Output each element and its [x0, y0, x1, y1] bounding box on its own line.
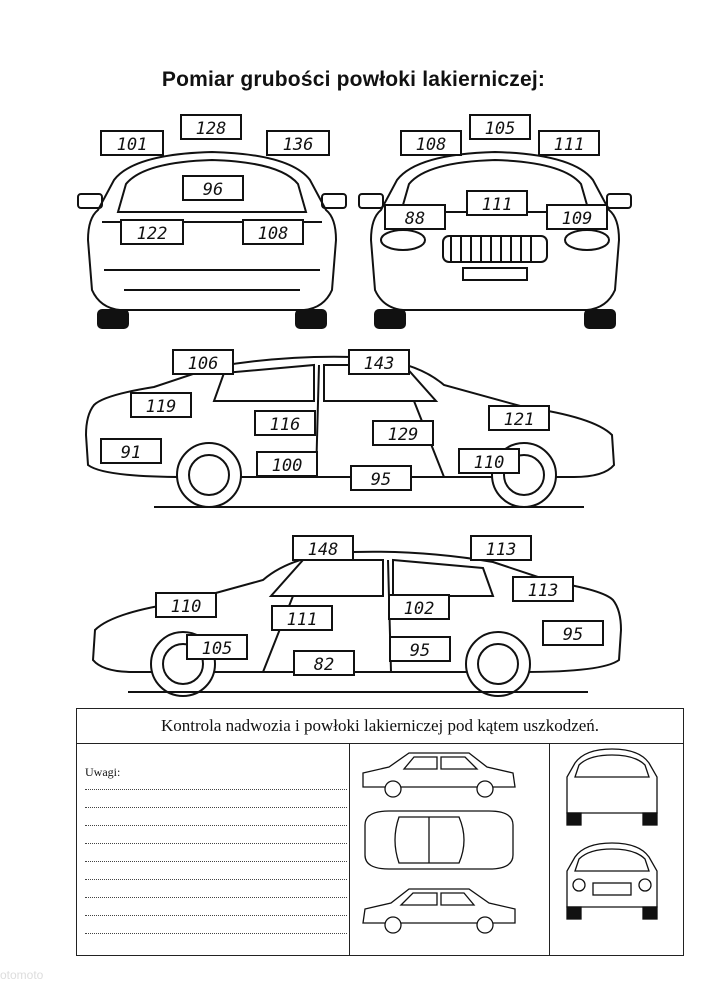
notes-line[interactable] — [85, 861, 347, 862]
car-front-view-drawing — [358, 150, 632, 329]
side-left-rear-roof-measurement: 113 — [470, 535, 532, 561]
mini-car-front-drawing — [566, 842, 658, 920]
watermark: otomoto — [0, 968, 44, 982]
front-left-fender-measurement: 88 — [384, 204, 446, 230]
notes-line[interactable] — [85, 897, 347, 898]
side-left-rear-door-measurement: 102 — [388, 594, 450, 620]
notes-line[interactable] — [85, 915, 347, 916]
side-left-roof-measurement: 148 — [292, 535, 354, 561]
mini-car-top-drawing — [364, 810, 514, 870]
side-left-front-lower-measurement: 105 — [186, 634, 248, 660]
side-right-front-roof-measurement: 143 — [348, 349, 410, 375]
front-right-pillar-measurement: 111 — [538, 130, 600, 156]
page-title: Pomiar grubości powłoki lakierniczej: — [161, 68, 546, 91]
rear-right-panel-measurement: 108 — [242, 219, 304, 245]
side-left-front-door-measurement: 111 — [271, 605, 333, 631]
notes-label: Uwagi: — [85, 765, 121, 779]
rear-right-pillar-measurement: 136 — [266, 130, 330, 156]
mini-car-side-drawing — [362, 752, 516, 798]
side-right-front-lower-measurement: 110 — [458, 448, 520, 474]
notes-line[interactable] — [85, 807, 347, 808]
notes-line[interactable] — [85, 825, 347, 826]
front-right-fender-measurement: 109 — [546, 204, 608, 230]
side-left-sill-rear-measurement: 95 — [389, 636, 451, 662]
rear-window-measurement: 96 — [182, 175, 244, 201]
mini-car-rear-drawing — [566, 748, 658, 826]
rear-roof-measurement: 128 — [180, 114, 242, 140]
side-right-trunk-measurement: 119 — [130, 392, 192, 418]
side-right-front-sill-measurement: 95 — [350, 465, 412, 491]
notes-line[interactable] — [85, 843, 347, 844]
inspection-heading: Kontrola nadwozia i powłoki lakierniczej… — [77, 709, 683, 744]
front-left-pillar-measurement: 108 — [400, 130, 462, 156]
notes-line[interactable] — [85, 933, 347, 934]
side-right-rear-sill-measurement: 100 — [256, 451, 318, 477]
side-left-rear-quarter-measurement: 113 — [512, 576, 574, 602]
inspection-panel: Kontrola nadwozia i powłoki lakierniczej… — [76, 708, 684, 956]
side-right-front-door-measurement: 129 — [372, 420, 434, 446]
notes-line[interactable] — [85, 879, 347, 880]
side-right-rear-door-measurement: 116 — [254, 410, 316, 436]
side-right-fender-measurement: 121 — [488, 405, 550, 431]
front-roof-measurement: 105 — [469, 114, 531, 140]
rear-left-pillar-measurement: 101 — [100, 130, 164, 156]
front-hood-measurement: 111 — [466, 190, 528, 216]
rear-left-panel-measurement: 122 — [120, 219, 184, 245]
side-left-rear-lower-measurement: 95 — [542, 620, 604, 646]
side-right-rear-quarter-measurement: 91 — [100, 438, 162, 464]
side-left-front-fender-measurement: 110 — [155, 592, 217, 618]
car-rear-view-drawing — [77, 150, 347, 329]
mini-car-side-drawing-2 — [362, 888, 516, 934]
side-left-sill-front-measurement: 82 — [293, 650, 355, 676]
notes-line[interactable] — [85, 789, 347, 790]
side-right-rear-roof-measurement: 106 — [172, 349, 234, 375]
